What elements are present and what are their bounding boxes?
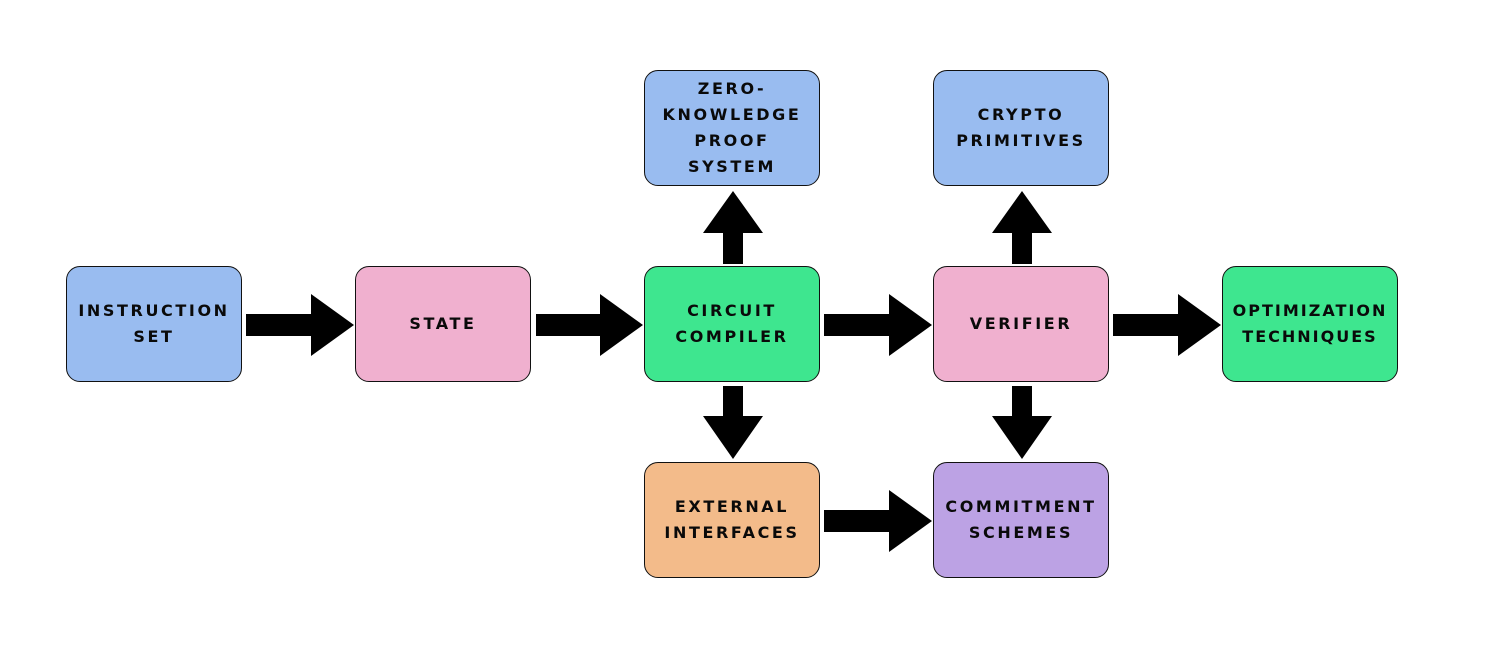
node-state-label: STATE [409, 314, 477, 333]
node-crypto-primitives-label: CRYPTO PRIMITIVES [956, 105, 1086, 150]
arrow-verifier-to-optimization-techniques [1113, 294, 1221, 356]
node-optimization-techniques: OPTIMIZATION TECHNIQUES [1222, 266, 1398, 382]
arrow-instruction-set-to-state [246, 294, 354, 356]
arrow-external-interfaces-to-commitment-schemes [824, 490, 932, 552]
node-state: STATE [355, 266, 531, 382]
node-commitment-schemes-label: COMMITMENT SCHEMES [945, 497, 1097, 542]
arrow-circuit-compiler-to-verifier [824, 294, 932, 356]
arrow-circuit-compiler-to-zk-proof-system [703, 191, 763, 264]
node-instruction-set: INSTRUCTION SET [66, 266, 242, 382]
arrow-circuit-compiler-to-external-interfaces [703, 386, 763, 459]
node-commitment-schemes: COMMITMENT SCHEMES [933, 462, 1109, 578]
node-circuit-compiler-label: CIRCUIT COMPILER [675, 301, 789, 346]
arrow-verifier-to-crypto-primitives [992, 191, 1052, 264]
node-verifier-label: VERIFIER [969, 314, 1073, 333]
node-zero-knowledge-proof-system-label: ZERO- KNOWLEDGE PROOF SYSTEM [662, 79, 802, 176]
node-external-interfaces-label: EXTERNAL INTERFACES [664, 497, 800, 542]
node-external-interfaces: EXTERNAL INTERFACES [644, 462, 820, 578]
arrow-state-to-circuit-compiler [536, 294, 643, 356]
node-instruction-set-label: INSTRUCTION SET [78, 301, 230, 346]
node-optimization-techniques-label: OPTIMIZATION TECHNIQUES [1232, 301, 1388, 346]
node-verifier: VERIFIER [933, 266, 1109, 382]
node-zero-knowledge-proof-system: ZERO- KNOWLEDGE PROOF SYSTEM [644, 70, 820, 186]
node-crypto-primitives: CRYPTO PRIMITIVES [933, 70, 1109, 186]
node-circuit-compiler: CIRCUIT COMPILER [644, 266, 820, 382]
arrow-verifier-to-commitment-schemes [992, 386, 1052, 459]
